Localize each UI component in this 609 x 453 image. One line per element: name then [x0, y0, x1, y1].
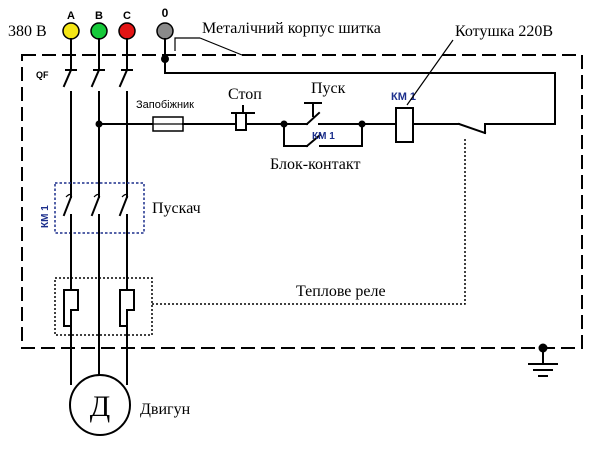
- terminal-c: [118, 22, 136, 40]
- motor-label: Двигун: [140, 401, 191, 418]
- neutral-node-top: [161, 55, 169, 63]
- metal-housing-outline: [21, 54, 583, 349]
- terminal-b-label: B: [95, 10, 103, 22]
- stop-button: [231, 105, 283, 131]
- aux-contact: [283, 123, 363, 148]
- coil-label: Котушка 220В: [455, 23, 553, 40]
- housing-label: Металічний корпус шитка: [202, 20, 381, 37]
- thermal-relay-label: Теплове реле: [296, 283, 386, 300]
- terminal-neutral: [156, 22, 174, 40]
- ground-icon: [528, 363, 558, 377]
- start-button: [283, 102, 363, 126]
- aux-contact-tag: КМ 1: [312, 131, 335, 142]
- motor-symbol: [69, 374, 131, 436]
- breaker-qf: [62, 68, 133, 88]
- thermal-relay-outline: [54, 277, 153, 336]
- housing-callout-line-2: [199, 37, 243, 56]
- neutral-wire-return: [164, 72, 556, 125]
- supply-voltage-label: 380 В: [8, 23, 47, 40]
- terminal-a: [62, 22, 80, 40]
- coil-callout-line: [406, 39, 454, 106]
- terminal-neutral-label: 0: [162, 6, 169, 20]
- starter-tag: КМ 1: [40, 205, 51, 228]
- thermal-relay-elements: [63, 289, 135, 327]
- coil-tag: КМ 1: [391, 91, 416, 103]
- motor-letter: Д: [90, 390, 110, 423]
- terminal-c-label: C: [123, 10, 131, 22]
- terminal-b: [90, 22, 108, 40]
- coil-symbol: [395, 107, 414, 143]
- starter-contacts: [62, 193, 129, 217]
- housing-callout-line: [174, 37, 200, 51]
- start-label: Пуск: [311, 80, 346, 97]
- starter-label: Пускач: [152, 200, 201, 217]
- fuse-label: Запобіжник: [136, 99, 194, 111]
- starter-outline: [54, 182, 145, 234]
- breaker-label: QF: [36, 70, 49, 80]
- aux-contact-label: Блок-контакт: [270, 156, 360, 173]
- stop-label: Стоп: [228, 86, 262, 103]
- terminal-a-label: A: [67, 10, 75, 22]
- thermal-nc-contact: [457, 122, 487, 135]
- thermal-relay-link: [152, 139, 466, 305]
